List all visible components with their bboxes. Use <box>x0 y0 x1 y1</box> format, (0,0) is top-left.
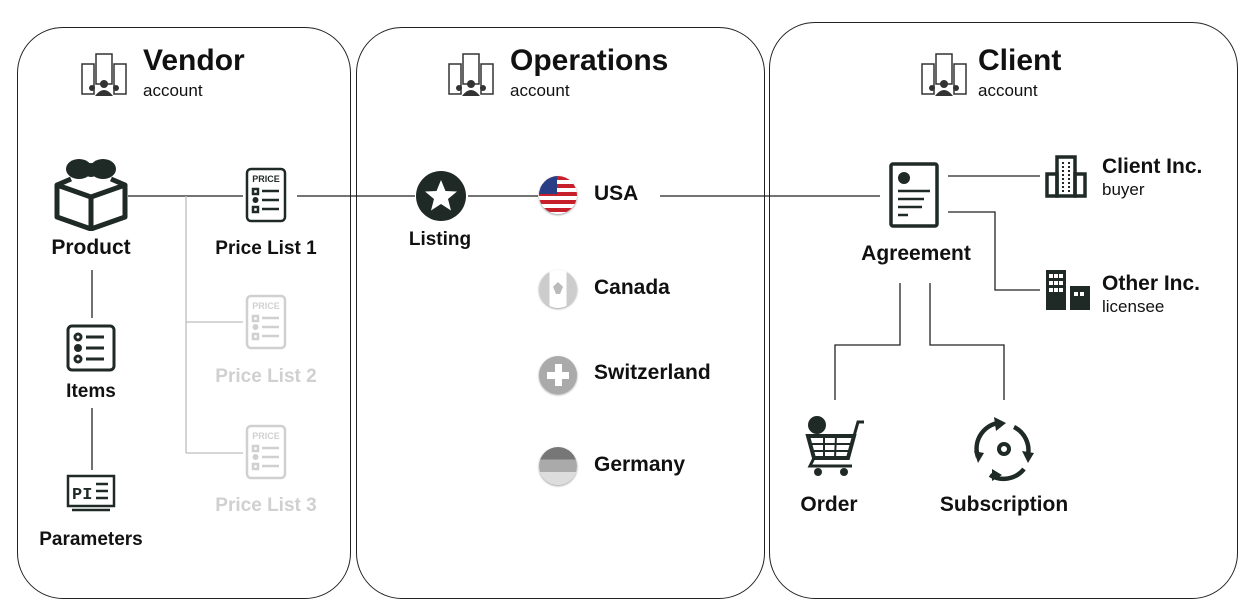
switzerland-flag-icon <box>539 356 577 394</box>
price-list-2-label: Price List 2 <box>215 366 317 387</box>
account-building-icon <box>81 53 127 96</box>
agreement-document-icon[interactable] <box>888 161 940 229</box>
market-canada[interactable]: Canada <box>594 276 670 299</box>
account-building-icon <box>921 53 967 96</box>
account-building-icon <box>448 53 494 96</box>
price-list-1[interactable]: PRICE <box>245 167 287 228</box>
parameters-icon: PI <box>66 474 116 512</box>
vendor-title: Vendor <box>143 44 245 77</box>
items-label: Items <box>66 381 116 402</box>
vendor-subtitle: account <box>143 81 203 100</box>
price-list-1-label: Price List 1 <box>215 238 317 259</box>
order-cart-icon[interactable] <box>804 414 866 476</box>
agreement-label: Agreement <box>861 242 971 265</box>
listing-star-icon[interactable] <box>415 170 467 222</box>
client-subtitle: account <box>978 81 1038 100</box>
price-list-icon: PRICE <box>245 424 287 480</box>
svg-text:PRICE: PRICE <box>252 174 280 184</box>
svg-text:PI: PI <box>72 486 92 505</box>
licensee-building-icon <box>1046 270 1090 310</box>
subscription-label: Subscription <box>939 493 1069 516</box>
listing-label: Listing <box>408 229 472 250</box>
price-list-icon: PRICE <box>245 294 287 350</box>
client-building-icon <box>1045 155 1087 198</box>
operations-panel <box>356 27 765 599</box>
operations-title: Operations <box>510 44 669 77</box>
parameters-label: Parameters <box>39 529 143 550</box>
price-list-3-label: Price List 3 <box>215 495 317 516</box>
vendor-panel <box>17 27 351 599</box>
client-title: Client <box>978 44 1062 77</box>
usa-flag-icon <box>539 176 577 214</box>
order-label: Order <box>800 493 858 516</box>
licensee-name: Other Inc. <box>1102 272 1201 295</box>
product-gift-icon <box>54 159 128 231</box>
market-switzerland[interactable]: Switzerland <box>594 361 711 384</box>
svg-text:PRICE: PRICE <box>252 301 280 311</box>
svg-text:PRICE: PRICE <box>252 431 280 441</box>
market-usa[interactable]: USA <box>594 182 639 205</box>
client-panel <box>769 22 1238 599</box>
market-germany[interactable]: Germany <box>594 453 686 476</box>
operations-subtitle: account <box>510 81 570 100</box>
buyer-name: Client Inc. <box>1102 155 1203 178</box>
price-list-3[interactable]: PRICE <box>245 424 287 485</box>
germany-flag-icon <box>539 447 577 485</box>
subscription-cycle-icon[interactable] <box>970 417 1038 483</box>
items-list-icon <box>66 324 116 372</box>
price-list-2[interactable]: PRICE <box>245 294 287 355</box>
buyer-role: buyer <box>1102 180 1145 199</box>
price-list-icon: PRICE <box>245 167 287 223</box>
licensee-role: licensee <box>1102 297 1165 316</box>
product-label: Product <box>51 236 131 259</box>
canada-flag-icon <box>539 270 577 308</box>
